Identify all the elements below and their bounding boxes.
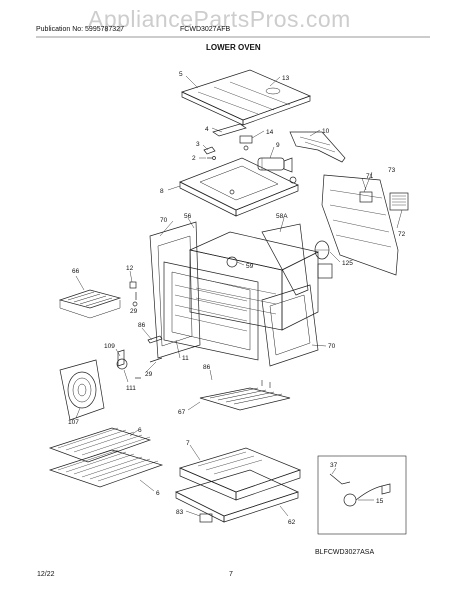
- footer-date: 12/22: [37, 571, 55, 578]
- callout-125: 125: [342, 260, 353, 267]
- callout-73: 73: [388, 167, 396, 174]
- callout-2: 2: [192, 155, 196, 162]
- publication-number: Publication No: 5995787327: [36, 26, 124, 33]
- callout-3: 3: [196, 141, 200, 148]
- callout-7: 7: [186, 440, 190, 447]
- callout-10: 10: [322, 128, 330, 135]
- callout-labels: 5 13 4 14 10 3 9 2 73 71 8 70 56 58A 72 …: [68, 71, 406, 526]
- callout-67: 67: [178, 409, 186, 416]
- bake-element: [199, 380, 291, 411]
- callout-70-lower: 70: [328, 343, 336, 350]
- insulation-wrap: [289, 131, 346, 163]
- callout-14: 14: [266, 129, 274, 136]
- callout-4: 4: [205, 126, 209, 133]
- callout-86-upper: 86: [138, 322, 146, 329]
- callout-70-upper: 70: [160, 217, 168, 224]
- callout-71: 71: [366, 173, 374, 180]
- callout-11: 11: [182, 355, 189, 362]
- front-frame-right: [261, 223, 319, 367]
- callout-58A: 58A: [276, 213, 288, 220]
- callout-5: 5: [179, 71, 183, 78]
- callout-15: 15: [376, 498, 384, 505]
- inset-code: BLFCWD3027ASA: [315, 549, 375, 556]
- oven-rack-lower: [48, 449, 164, 488]
- callout-111: 111: [126, 385, 136, 392]
- callout-62: 62: [288, 519, 296, 526]
- callout-29-upper: 29: [130, 308, 138, 315]
- page-number: 7: [229, 571, 233, 578]
- callout-107: 107: [68, 419, 79, 426]
- convection-fan-motor: [257, 157, 297, 184]
- callout-12: 12: [126, 265, 134, 272]
- thermal-probe: [116, 335, 163, 379]
- convection-fan-assembly: [314, 240, 333, 279]
- section-title: LOWER OVEN: [206, 43, 261, 52]
- front-frame-left: [149, 221, 201, 359]
- callout-86-lower: 86: [203, 364, 211, 371]
- model-number: FCWD3027AFB: [180, 26, 231, 33]
- broil-element: [58, 289, 122, 319]
- oven-bottom-panel: [178, 447, 301, 501]
- callout-6-upper: 6: [138, 427, 142, 434]
- element-clips: [129, 281, 138, 307]
- front-door-frame: [163, 261, 259, 361]
- callout-56: 56: [184, 213, 192, 220]
- inset-detail: [317, 455, 407, 535]
- callout-66: 66: [72, 268, 80, 275]
- callout-83: 83: [176, 509, 184, 516]
- leader-lines: [75, 75, 403, 517]
- callout-6-lower: 6: [156, 490, 160, 497]
- callout-9: 9: [276, 142, 280, 149]
- callout-59: 59: [246, 263, 254, 270]
- base-tray: [175, 469, 299, 523]
- callout-8: 8: [160, 188, 164, 195]
- watermark: AppliancePartsPros.com: [88, 6, 351, 32]
- oven-rack-upper: [48, 427, 152, 463]
- callout-29-lower: 29: [145, 371, 153, 378]
- callout-109: 109: [104, 343, 115, 350]
- callout-13: 13: [282, 75, 290, 82]
- convection-fan-cover: [59, 359, 105, 421]
- bracket-parts: [203, 123, 253, 160]
- rear-panel: [321, 174, 409, 276]
- top-panel: [181, 69, 311, 126]
- callout-37: 37: [330, 462, 338, 469]
- cooling-duct-panel: [179, 157, 299, 217]
- callout-72: 72: [398, 231, 406, 238]
